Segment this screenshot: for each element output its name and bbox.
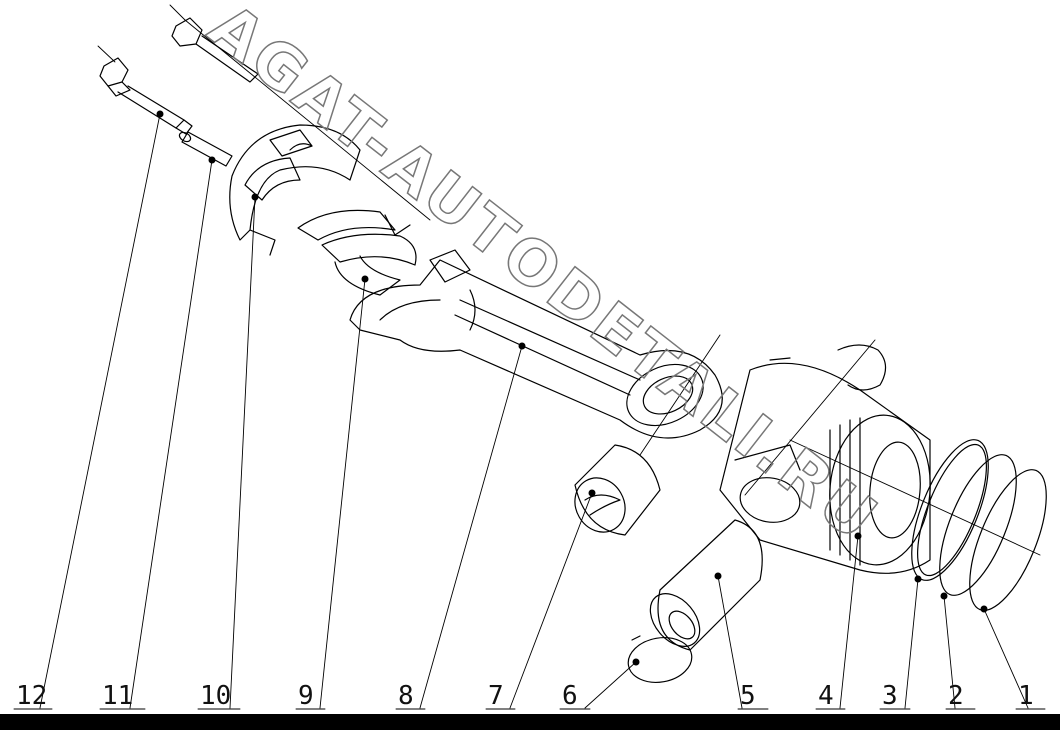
bottom-bar	[0, 714, 1060, 730]
part-6-circlip	[627, 635, 693, 683]
part-7-bushing	[574, 444, 661, 536]
callout-12: 12	[16, 681, 47, 711]
callout-5: 5	[740, 681, 756, 711]
callout-labels: 12 11 10 9 8 7 6 5 4 3 2 1	[16, 681, 1034, 711]
part-10-rod-cap	[229, 124, 361, 256]
part-1-ring	[969, 469, 1047, 611]
part-3-ring	[911, 439, 989, 581]
callout-7: 7	[488, 681, 504, 711]
part-upper-bolt	[171, 17, 259, 83]
part-8-connecting-rod	[349, 249, 723, 439]
center-lines	[97, 4, 1041, 556]
callout-8: 8	[398, 681, 414, 711]
callout-3: 3	[882, 681, 898, 711]
leader-lines	[39, 110, 1029, 709]
watermark-text: AGAT-AUTODETALI.RU	[196, 0, 893, 557]
callout-1: 1	[1018, 681, 1034, 711]
part-5-piston-pin	[649, 519, 763, 651]
callout-11: 11	[102, 681, 133, 711]
callout-9: 9	[298, 681, 314, 711]
part-2-ring	[939, 454, 1017, 596]
part-11-sleeve	[178, 131, 233, 167]
part-12-bolt	[99, 57, 193, 135]
callout-10: 10	[200, 681, 231, 711]
part-9-bearing-shells	[297, 209, 417, 296]
callout-4: 4	[818, 681, 834, 711]
callout-6: 6	[562, 681, 578, 711]
callout-2: 2	[948, 681, 964, 711]
part-upper-circlip	[837, 344, 887, 391]
part-4-piston	[719, 357, 931, 574]
